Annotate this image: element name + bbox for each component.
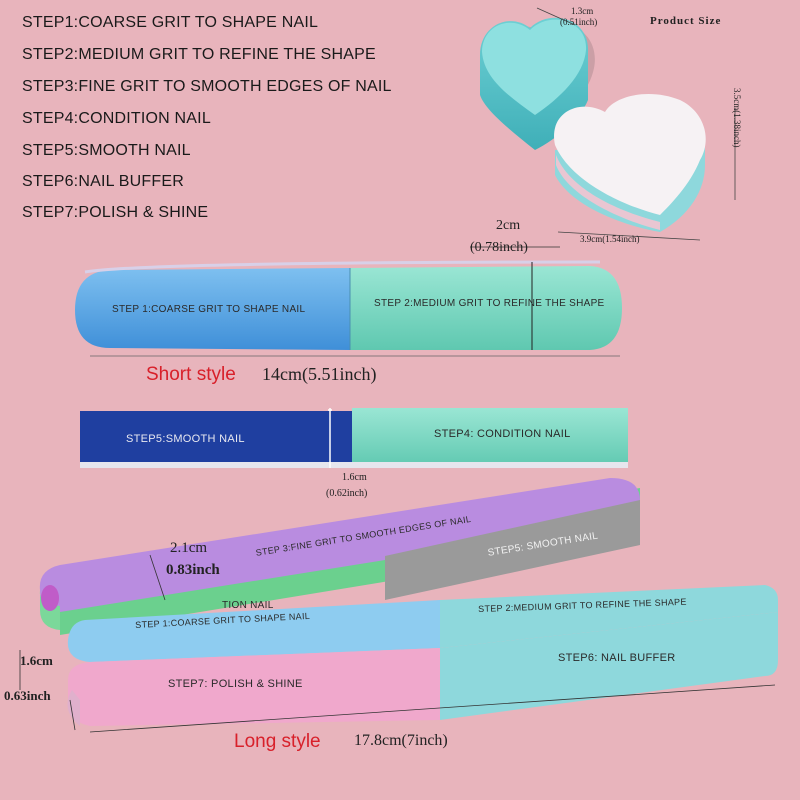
short-thickness-in: (0.62inch) (326, 488, 368, 499)
long-thickness-in: 0.63inch (4, 688, 51, 703)
long-dimension-lines (19, 554, 776, 733)
short-length: 14cm(5.51inch) (262, 364, 377, 384)
step-5-text: STEP5:SMOOTH NAIL (22, 142, 191, 159)
step-7-text: STEP7:POLISH & SHINE (22, 204, 209, 221)
step-2-text: STEP2:MEDIUM GRIT TO REFINE THE SHAPE (22, 46, 376, 63)
short-file-front (75, 246, 622, 357)
heart-thickness-in: (0.51inch) (560, 17, 598, 27)
long-thickness-cm: 1.6cm (20, 653, 53, 668)
long-file-front (67, 585, 778, 726)
short-back-band-2-text: STEP4: CONDITION NAIL (434, 428, 571, 440)
short-style-label: Short style (146, 364, 236, 385)
short-band-1-text: STEP 1:COARSE GRIT TO SHAPE NAIL (112, 304, 306, 315)
heart-width: 3.9cm(1.54inch) (580, 234, 640, 244)
short-file-back (80, 408, 628, 468)
long-width-in: 0.83inch (166, 562, 220, 578)
long-front-band-3-text: STEP7: POLISH & SHINE (168, 678, 303, 690)
short-width-in: (0.78inch) (470, 240, 528, 255)
short-width-cm: 2cm (496, 218, 521, 233)
long-width-cm: 2.1cm (170, 540, 208, 556)
long-front-band-4-text: STEP6: NAIL BUFFER (558, 652, 676, 664)
short-thickness-cm: 1.6cm (342, 472, 367, 483)
short-back-band-1-text: STEP5:SMOOTH NAIL (126, 433, 245, 445)
step-6-text: STEP6:NAIL BUFFER (22, 173, 184, 190)
step-1-text: STEP1:COARSE GRIT TO SHAPE NAIL (22, 14, 319, 31)
heart-height: 3.5cm(1.38inch) (732, 88, 742, 148)
long-style-label: Long style (234, 731, 321, 752)
product-size-title: Product Size (650, 15, 722, 27)
long-file-back (39, 478, 641, 635)
long-side-text: TION NAIL (222, 600, 274, 611)
short-band-2-text: STEP 2:MEDIUM GRIT TO REFINE THE SHAPE (374, 298, 605, 309)
step-3-text: STEP3:FINE GRIT TO SMOOTH EDGES OF NAIL (22, 78, 392, 95)
step-4-text: STEP4:CONDITION NAIL (22, 110, 211, 127)
heart-buffer-front (554, 93, 706, 232)
long-length: 17.8cm(7inch) (354, 732, 448, 749)
heart-dimension-lines (536, 7, 736, 241)
heart-thickness-cm: 1.3cm (571, 6, 594, 16)
